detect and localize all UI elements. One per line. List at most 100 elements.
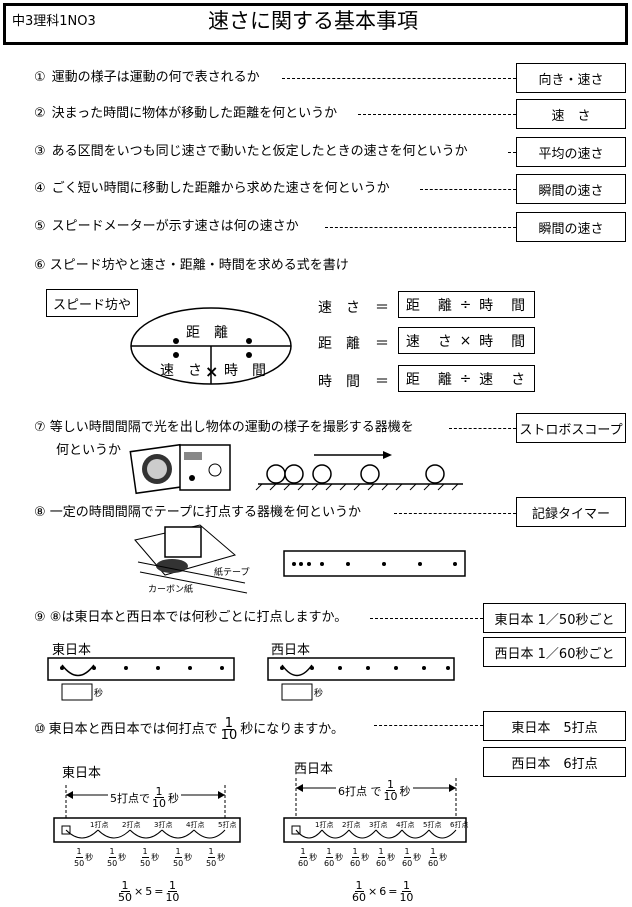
sec-unit: 秒 bbox=[439, 853, 448, 862]
question-number: ① bbox=[34, 70, 46, 85]
question-text: スピード坊やと速さ・距離・時間を求める式を書け bbox=[49, 258, 349, 273]
dot-count-label: 3打点 bbox=[154, 821, 173, 829]
fraction-numerator: 1 bbox=[351, 847, 359, 858]
question-number: ② bbox=[34, 106, 46, 121]
sec-unit: 秒 bbox=[335, 853, 344, 862]
question-text: 一定の時間間隔でテープに打点する器機を何というか bbox=[49, 505, 362, 520]
question-number: ⑨ bbox=[34, 610, 46, 625]
west-sec-label: 秒 bbox=[314, 689, 324, 699]
fraction-denominator: 50 bbox=[173, 859, 184, 868]
sec-unit: 秒 bbox=[184, 853, 193, 862]
formula-term: 速 さ bbox=[479, 371, 528, 388]
formula-rhs: 距 離÷時 間 bbox=[398, 291, 535, 318]
fraction-numerator: 1 bbox=[174, 847, 182, 858]
fraction-denominator: 50 bbox=[107, 859, 118, 868]
question-number: ⑦ bbox=[34, 420, 46, 435]
dot-count-label: 2打点 bbox=[342, 821, 361, 829]
answer-box-9-east: 東日本 1／50秒ごと bbox=[483, 603, 626, 633]
formula-operator: × bbox=[134, 885, 144, 898]
worksheet-title: 速さに関する基本事項 bbox=[208, 9, 418, 33]
answer-box-1: 向き・速さ bbox=[516, 63, 626, 93]
fraction-denominator: 60 bbox=[324, 859, 335, 868]
formula-rhs: 速 さ×時 間 bbox=[398, 327, 535, 354]
sec-unit: 秒 bbox=[387, 853, 396, 862]
question-number: ⑥ bbox=[34, 258, 46, 273]
dot-count-label: 4打点 bbox=[396, 821, 415, 829]
formula-term: ÷ bbox=[459, 370, 474, 387]
question-6: ⑥ スピード坊やと速さ・距離・時間を求める式を書け bbox=[34, 258, 349, 274]
answer-leader bbox=[374, 725, 483, 726]
dot-count-label: 1打点 bbox=[315, 821, 334, 829]
speed-boy-label: スピード坊や bbox=[46, 289, 138, 317]
fraction-denominator: 60 bbox=[298, 859, 309, 868]
question-8: ⑧ 一定の時間間隔でテープに打点する器機を何というか bbox=[34, 505, 361, 521]
formula-term: 距 離 bbox=[405, 371, 454, 388]
formula-term: 時 間 bbox=[479, 333, 528, 350]
dot-count-label: 4打点 bbox=[186, 821, 205, 829]
question-text: ⑧は東日本と西日本では何秒ごとに打点しますか。 bbox=[49, 610, 348, 625]
question-text: 東日本と西日本では何打点で bbox=[48, 721, 218, 737]
question-text: ある区間をいつも同じ速さで動いたと仮定したときの速さを何というか bbox=[51, 144, 468, 159]
question-7: ⑦ 等しい時間間隔で光を出し物体の運動の様子を撮影する器機を bbox=[34, 420, 414, 436]
answer-leader bbox=[394, 513, 516, 514]
fraction-numerator: 1 bbox=[377, 847, 385, 858]
dot-count-label: 5打点 bbox=[218, 821, 237, 829]
formula-equals: ＝ bbox=[375, 300, 389, 316]
question-text: スピードメーターが示す速さは何の速さか bbox=[51, 219, 299, 234]
fraction-denominator: 50 bbox=[206, 859, 217, 868]
fraction-denominator: 10 bbox=[383, 790, 398, 803]
answer-leader bbox=[325, 227, 516, 228]
question-9: ⑨ ⑧は東日本と西日本では何秒ごとに打点しますか。 bbox=[34, 610, 347, 626]
question-text: 運動の様子は運動の何で表されるか bbox=[51, 70, 260, 85]
formula-lhs: 速 さ bbox=[318, 300, 360, 316]
fraction-denominator: 60 bbox=[428, 859, 439, 868]
span-text: 秒 bbox=[399, 784, 411, 798]
fraction-numerator: 1 bbox=[386, 778, 395, 791]
sec-unit: 秒 bbox=[309, 853, 318, 862]
speed-boy-multiply: × bbox=[205, 362, 219, 381]
fraction-denominator: 50 bbox=[140, 859, 151, 868]
q10-west-title: 西日本 bbox=[294, 762, 334, 777]
fraction-numerator: 1 bbox=[223, 716, 235, 731]
fraction-numerator: 1 bbox=[120, 879, 130, 892]
answer-box-3: 平均の速さ bbox=[516, 137, 626, 167]
dot-count-label: 6打点 bbox=[450, 821, 469, 829]
fraction-numerator: 1 bbox=[141, 847, 149, 858]
answer-box-8: 記録タイマー bbox=[516, 497, 626, 527]
fraction-numerator: 1 bbox=[401, 879, 411, 892]
speed-boy-distance: 距 離 bbox=[186, 325, 228, 341]
fraction-denominator: 60 bbox=[352, 891, 366, 904]
fraction-numerator: 1 bbox=[325, 847, 333, 858]
sec-unit: 秒 bbox=[217, 853, 226, 862]
answer-leader bbox=[370, 618, 483, 619]
fraction-numerator: 1 bbox=[299, 847, 307, 858]
formula-factor: 6 bbox=[379, 885, 387, 898]
formula-lhs: 距 離 bbox=[318, 336, 360, 352]
